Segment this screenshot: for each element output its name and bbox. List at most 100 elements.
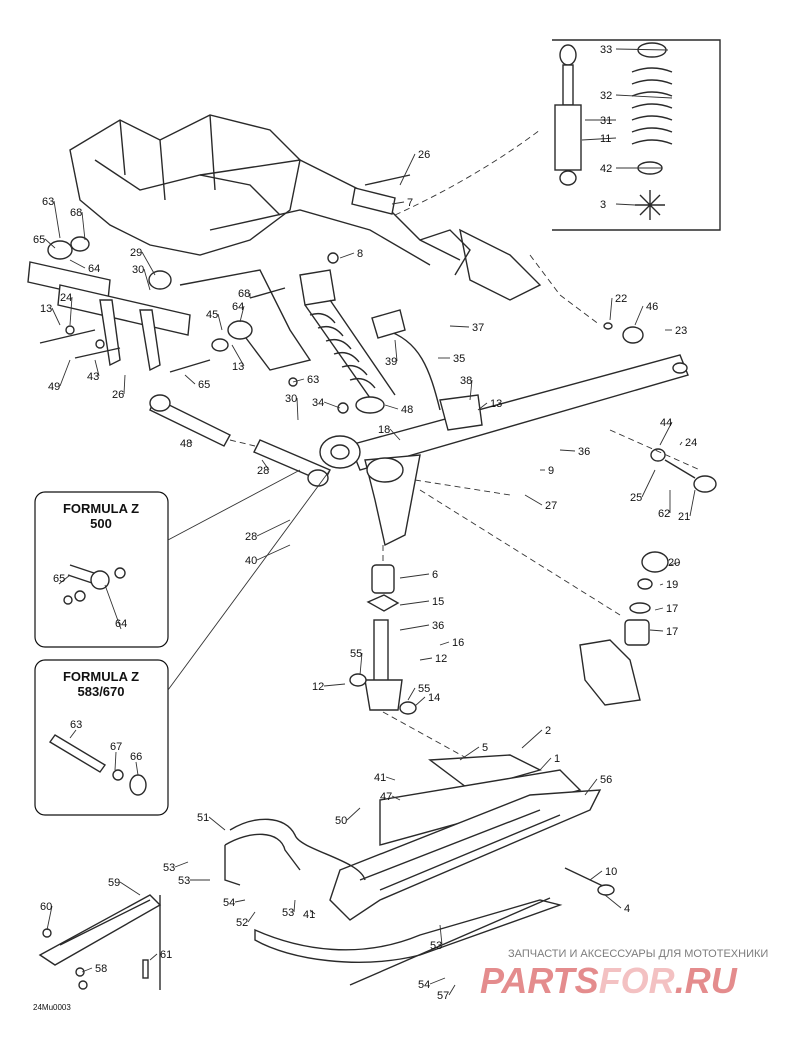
callout-leader bbox=[477, 402, 488, 411]
inset-583-title-line1: FORMULA Z bbox=[63, 669, 139, 684]
callout-leader bbox=[359, 652, 363, 676]
callout-label: 30 bbox=[132, 264, 144, 276]
inset-500-title-line2: 500 bbox=[90, 516, 112, 531]
callout-leader bbox=[641, 469, 656, 498]
callout-leader bbox=[391, 201, 405, 205]
right-side-parts bbox=[414, 228, 717, 496]
callout-leader bbox=[119, 881, 141, 896]
inset-callout-label: 63 bbox=[70, 719, 82, 731]
front-bracket-plates bbox=[27, 187, 396, 372]
callout-label: 43 bbox=[87, 371, 99, 383]
inset-formula-z-583-670: FORMULA Z 583/670 bbox=[34, 469, 331, 816]
callout-leader bbox=[189, 439, 193, 444]
callout-leader bbox=[44, 238, 56, 249]
callout-leader bbox=[524, 494, 543, 506]
callout-leader bbox=[649, 629, 664, 632]
callout-label: 34 bbox=[312, 397, 324, 409]
callout-leader bbox=[231, 344, 245, 367]
inset-callout-label: 65 bbox=[53, 573, 65, 585]
callout-label: 19 bbox=[666, 579, 678, 591]
callout-label: 62 bbox=[658, 508, 670, 520]
callout-leader bbox=[419, 657, 433, 661]
callout-label: 9 bbox=[548, 465, 554, 477]
shock-callout-label: 11 bbox=[600, 133, 611, 145]
callout-label: 36 bbox=[578, 446, 590, 458]
callout-label: 13 bbox=[40, 303, 52, 315]
callout-label: 53 bbox=[430, 940, 442, 952]
callout-leader bbox=[389, 428, 401, 441]
callout-leader bbox=[339, 252, 355, 259]
callout-label: 6 bbox=[432, 569, 438, 581]
callout-leader bbox=[296, 397, 299, 421]
callout-label: 44 bbox=[660, 417, 672, 429]
callout-leader bbox=[399, 600, 430, 606]
callout-label: 22 bbox=[615, 293, 627, 305]
callout-leader bbox=[385, 776, 396, 781]
callout-leader bbox=[323, 683, 346, 687]
callout-leader bbox=[46, 905, 53, 931]
callout-leader bbox=[81, 211, 86, 241]
callout-label: 61 bbox=[160, 949, 172, 961]
inset-583-title-line2: 583/670 bbox=[78, 684, 125, 699]
inset-callout-leader bbox=[69, 729, 77, 739]
inset-callout-leader bbox=[58, 574, 71, 585]
callout-leader bbox=[584, 778, 598, 796]
callout-leader bbox=[143, 268, 151, 291]
inset-callout-label: 67 bbox=[110, 741, 122, 753]
callout-label: 53 bbox=[282, 907, 294, 919]
callout-leader bbox=[654, 607, 664, 611]
center-shock-absorber bbox=[299, 269, 396, 414]
callout-label: 14 bbox=[428, 692, 440, 704]
watermark-logo-text: PARTSFOR.RU bbox=[480, 960, 738, 1001]
callout-label: 17 bbox=[666, 626, 678, 638]
callout-label: 23 bbox=[675, 325, 687, 337]
callout-label: 7 bbox=[407, 197, 413, 209]
callout-label: 13 bbox=[232, 361, 244, 373]
callout-label: 20 bbox=[668, 557, 680, 569]
callout-leader bbox=[449, 325, 470, 328]
ski-loop bbox=[224, 818, 366, 886]
callout-leader bbox=[81, 967, 93, 973]
shock-callout-leader bbox=[581, 137, 617, 141]
callout-leader bbox=[384, 404, 399, 410]
callout-label: 4 bbox=[624, 903, 630, 915]
callout-leader bbox=[239, 305, 245, 323]
callout-label: 30 bbox=[285, 393, 297, 405]
callout-label: 58 bbox=[95, 963, 107, 975]
callout-label: 68 bbox=[238, 288, 250, 300]
callout-label: 68 bbox=[70, 207, 82, 219]
callout-leader bbox=[459, 746, 480, 761]
callout-label: 56 bbox=[600, 774, 612, 786]
callout-label: 53 bbox=[178, 875, 190, 887]
callout-leader bbox=[184, 374, 196, 385]
callout-leader bbox=[659, 583, 664, 586]
callout-leader bbox=[439, 641, 450, 646]
callout-leader bbox=[217, 313, 223, 331]
callout-leader bbox=[141, 251, 156, 276]
callout-label: 41 bbox=[303, 909, 315, 921]
callout-label: 12 bbox=[435, 653, 447, 665]
callout-label: 29 bbox=[130, 247, 142, 259]
callout-leader bbox=[59, 359, 71, 387]
callout-label: 10 bbox=[605, 866, 617, 878]
callout-leader bbox=[292, 378, 305, 383]
callout-label: 26 bbox=[112, 389, 124, 401]
callout-label: 16 bbox=[452, 637, 464, 649]
callout-label: 60 bbox=[40, 901, 52, 913]
callout-label: 45 bbox=[206, 309, 218, 321]
suspension-arm bbox=[307, 354, 689, 547]
callout-leader bbox=[559, 449, 576, 452]
callout-label: 35 bbox=[453, 353, 465, 365]
callout-label: 64 bbox=[88, 263, 100, 275]
callout-label: 25 bbox=[630, 492, 642, 504]
callout-labels: 2676368656429308686445241343492665136330… bbox=[33, 149, 697, 1002]
watermark-logo-part3: .RU bbox=[675, 960, 738, 1001]
watermark-subtitle: ЗАПЧАСТИ И АКСЕССУАРЫ ДЛЯ МОТОТЕХНИКИ bbox=[508, 948, 768, 960]
chassis-frame bbox=[69, 114, 471, 371]
callout-label: 51 bbox=[197, 812, 209, 824]
callout-leader bbox=[689, 489, 696, 517]
callout-label: 17 bbox=[666, 603, 678, 615]
